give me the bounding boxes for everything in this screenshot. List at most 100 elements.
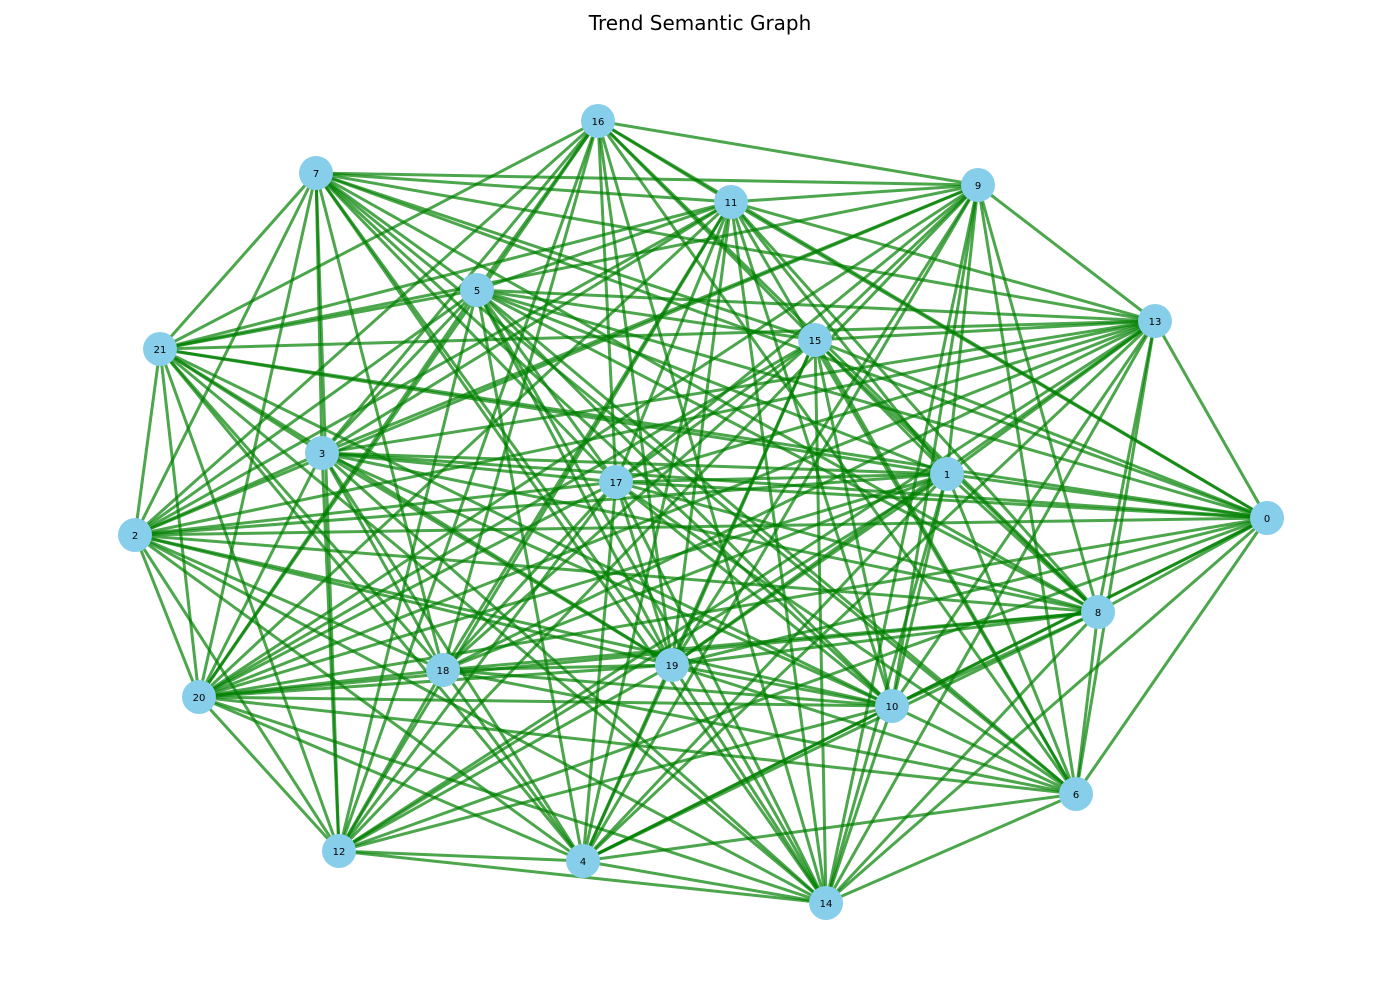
- edge-6-13: [1074, 320, 1157, 795]
- edge-14-15: [813, 339, 828, 904]
- edge-15-20: [198, 338, 816, 699]
- node-label: 0: [1264, 514, 1270, 525]
- edge-9-13: [977, 183, 1156, 323]
- node-label: 10: [886, 702, 899, 713]
- node-17[interactable]: 17: [599, 465, 633, 499]
- node-label: 7: [313, 169, 319, 180]
- node-16[interactable]: 16: [581, 104, 615, 138]
- edge-9-19: [670, 184, 980, 666]
- node-circle: [460, 273, 494, 307]
- edge-13-15: [814, 319, 1156, 342]
- node-18[interactable]: 18: [426, 653, 460, 687]
- edge-8-17: [615, 480, 1099, 614]
- edge-2-21: [133, 348, 162, 536]
- edge-9-14: [824, 184, 980, 904]
- node-label: 18: [437, 666, 450, 677]
- edge-15-17: [615, 338, 816, 484]
- node-6[interactable]: 6: [1059, 777, 1093, 811]
- edge-16-18: [441, 120, 600, 671]
- edge-1-10: [890, 473, 949, 707]
- edge-2-13: [134, 319, 1156, 537]
- edge-1-2: [134, 472, 948, 537]
- node-circle: [1081, 595, 1115, 629]
- edge-15-19: [670, 339, 817, 666]
- node-15[interactable]: 15: [798, 323, 832, 357]
- edge-5-13: [476, 288, 1156, 323]
- edge-8-20: [198, 610, 1099, 699]
- edge-7-17: [314, 171, 618, 484]
- edge-18-19: [442, 663, 673, 672]
- node-circle: [1059, 777, 1093, 811]
- node-circle: [322, 834, 356, 868]
- node-1[interactable]: 1: [930, 457, 964, 491]
- node-0[interactable]: 0: [1250, 501, 1284, 535]
- edge-6-19: [671, 663, 1077, 796]
- node-label: 20: [193, 693, 206, 704]
- edge-2-17: [134, 480, 617, 537]
- node-10[interactable]: 10: [875, 689, 909, 723]
- node-circle: [1250, 501, 1284, 535]
- edge-3-17: [321, 451, 617, 484]
- node-circle: [809, 886, 843, 920]
- node-3[interactable]: 3: [305, 436, 339, 470]
- edge-8-10: [891, 610, 1099, 708]
- node-circle: [599, 465, 633, 499]
- edge-14-17: [614, 481, 828, 904]
- edge-3-8: [321, 451, 1099, 614]
- edge-2-7: [133, 172, 318, 536]
- edge-7-15: [315, 171, 816, 342]
- edge-6-18: [442, 668, 1077, 796]
- edge-1-20: [198, 472, 948, 699]
- edge-0-13: [1153, 320, 1269, 519]
- edge-4-10: [582, 704, 893, 863]
- node-8[interactable]: 8: [1081, 595, 1115, 629]
- edge-13-19: [671, 319, 1156, 667]
- edge-10-12: [338, 704, 893, 853]
- node-14[interactable]: 14: [809, 886, 843, 920]
- node-circle: [182, 680, 216, 714]
- edge-layer: [133, 119, 1269, 905]
- node-circle: [143, 332, 177, 366]
- edge-9-16: [597, 119, 979, 187]
- node-2[interactable]: 2: [118, 518, 152, 552]
- node-label: 8: [1095, 608, 1101, 619]
- edge-2-18: [134, 533, 444, 672]
- edge-8-19: [671, 610, 1099, 667]
- edge-12-13: [338, 319, 1156, 853]
- node-label: 3: [319, 449, 325, 460]
- node-label: 11: [725, 198, 738, 209]
- node-circle: [581, 104, 615, 138]
- edge-6-17: [615, 480, 1077, 796]
- node-20[interactable]: 20: [182, 680, 216, 714]
- edge-18-20: [198, 668, 444, 699]
- edge-6-16: [596, 120, 1078, 795]
- node-circle: [426, 653, 460, 687]
- node-19[interactable]: 19: [655, 648, 689, 682]
- edge-19-21: [159, 347, 673, 667]
- edge-7-10: [314, 171, 894, 708]
- node-4[interactable]: 4: [566, 844, 600, 878]
- edge-9-20: [198, 183, 979, 699]
- node-label: 19: [666, 661, 679, 672]
- node-13[interactable]: 13: [1138, 304, 1172, 338]
- edge-4-12: [338, 849, 584, 863]
- node-7[interactable]: 7: [299, 156, 333, 190]
- edge-13-20: [198, 319, 1156, 699]
- edge-8-11: [729, 200, 1100, 614]
- node-label: 1: [944, 470, 950, 481]
- edge-2-5: [134, 288, 478, 537]
- edge-9-10: [890, 184, 980, 707]
- edge-12-17: [337, 481, 618, 852]
- node-5[interactable]: 5: [460, 273, 494, 307]
- node-21[interactable]: 21: [143, 332, 177, 366]
- node-label: 17: [610, 478, 623, 489]
- edge-14-19: [670, 664, 828, 904]
- node-label: 15: [809, 336, 822, 347]
- edge-4-14: [582, 859, 827, 905]
- node-9[interactable]: 9: [961, 168, 995, 202]
- edge-7-11: [315, 171, 732, 204]
- edge-12-16: [337, 120, 600, 852]
- node-11[interactable]: 11: [714, 185, 748, 219]
- node-12[interactable]: 12: [322, 834, 356, 868]
